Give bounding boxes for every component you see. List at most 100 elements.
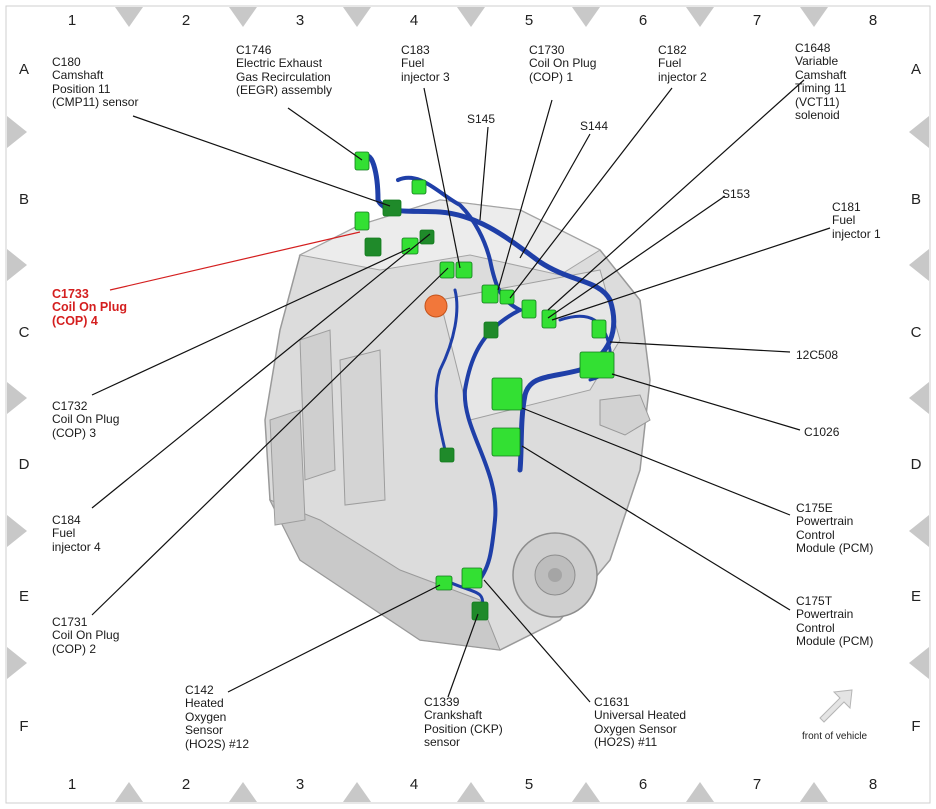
leader-line-c184 [91,233,431,509]
diagram-frame [5,5,931,804]
grid-column-6-top: 6 [638,12,648,29]
leader-line-c181 [551,227,831,321]
connector-4 [364,237,382,257]
grid-divider-bottom-6 [800,782,828,802]
callout-label-c180: C180 Camshaft Position 11 (CMP11) sensor [52,55,139,110]
connector-11 [521,299,537,319]
connector-10 [499,289,515,305]
leader-line-c182 [509,87,673,299]
grid-column-7-top: 7 [752,12,762,29]
grid-row-A-right: A [910,61,921,78]
grid-divider-bottom-5 [686,782,714,802]
grid-row-F-left: F [19,718,29,735]
leader-line-c175e [521,407,791,516]
front-of-vehicle-note: front of vehicle [802,731,868,742]
connector-1 [382,199,402,217]
grid-divider-right-1 [909,249,929,281]
connector-0 [354,151,370,171]
connector-7 [439,261,455,279]
grid-divider-bottom-1 [229,782,257,802]
callout-label-c1648: C1648 Variable Camshaft Timing 11 (VCT11… [795,41,847,123]
connector-18 [435,575,453,591]
connector-8 [455,261,473,279]
leader-line-c1731 [91,267,449,616]
callout-label-c175t: C175T Powertrain Control Module (PCM) [796,594,874,649]
grid-divider-top-6 [800,7,828,27]
front-of-vehicle-arrow-icon [819,689,853,723]
grid-divider-left-2 [7,382,27,414]
grid-row-B-left: B [18,191,29,208]
grid-column-7-bottom: 7 [752,776,762,793]
grid-divider-left-1 [7,249,27,281]
leader-line-c1733 [109,231,361,291]
connector-3 [354,211,370,231]
grid-markers [7,7,929,802]
callout-label-c1339: C1339 Crankshaft Position (CKP) sensor [424,695,503,750]
callout-label-c12c508: 12C508 [796,348,839,362]
leader-line-c1746 [287,107,363,161]
callout-label-c1631: C1631 Universal Heated Oxygen Sensor (HO… [594,695,687,750]
callout-label-s153: S153 [722,187,751,201]
grid-column-5-bottom: 5 [524,776,534,793]
grid-column-3-top: 3 [295,12,305,29]
callout-label-c1733: C1733 Coil On Plug (COP) 4 [52,287,127,328]
callout-label-s145: S145 [467,112,496,126]
leader-line-s145 [479,126,489,221]
leader-lines [91,79,831,703]
connector-17 [491,427,521,457]
callout-label-c1746: C1746 Electric Exhaust Gas Recirculation… [236,43,333,98]
connector-20 [471,601,489,621]
connector-9 [481,284,499,304]
grid-row-C-right: C [910,324,922,341]
leader-line-c1631 [483,579,591,703]
connector-15 [579,351,615,379]
grid-column-8-top: 8 [868,12,878,29]
callout-label-c175e: C175E Powertrain Control Module (PCM) [796,501,874,556]
grid-row-E-left: E [18,588,29,605]
grid-column-6-bottom: 6 [638,776,648,793]
callout-label-c1731: C1731 Coil On Plug (COP) 2 [52,615,120,656]
callout-label-c183: C183 Fuel injector 3 [401,43,450,84]
grid-divider-top-2 [343,7,371,27]
grid-divider-left-4 [7,647,27,679]
grid-divider-bottom-0 [115,782,143,802]
grid-divider-right-0 [909,116,929,148]
grid-divider-right-4 [909,647,929,679]
grid-row-E-right: E [910,588,921,605]
connector-19 [461,567,483,589]
callout-label-c1730: C1730 Coil On Plug (COP) 1 [529,43,597,84]
grid-divider-right-3 [909,515,929,547]
callout-label-c184: C184 Fuel injector 4 [52,513,101,554]
grid-divider-bottom-2 [343,782,371,802]
connector-21 [439,447,455,463]
grid-divider-left-3 [7,515,27,547]
grid-column-3-bottom: 3 [295,776,305,793]
leader-line-c183 [423,87,461,269]
grid-column-4-top: 4 [409,12,419,29]
grid-divider-bottom-3 [457,782,485,802]
leader-line-c180 [132,115,391,207]
connector-2 [411,179,427,195]
leader-line-c1648 [547,79,805,311]
leader-line-s144 [519,133,591,259]
grid-column-4-bottom: 4 [409,776,419,793]
grid-column-1-bottom: 1 [67,776,77,793]
leader-line-c1732 [91,247,411,396]
grid-row-D-left: D [18,456,30,473]
connector-13 [483,321,499,339]
leader-line-c12c508 [609,341,791,353]
callout-label-c142: C142 Heated Oxygen Sensor (HO2S) #12 [185,683,250,751]
orange-cap-icon [424,294,448,318]
connectors [354,151,615,621]
grid-row-D-right: D [910,456,922,473]
grid-divider-top-4 [572,7,600,27]
callout-label-c182: C182 Fuel injector 2 [658,43,707,84]
leader-line-s153 [547,195,726,319]
grid-row-C-left: C [18,324,30,341]
callout-label-s144: S144 [580,119,609,133]
grid-column-1-top: 1 [67,12,77,29]
grid-divider-top-5 [686,7,714,27]
grid-row-B-right: B [910,191,921,208]
